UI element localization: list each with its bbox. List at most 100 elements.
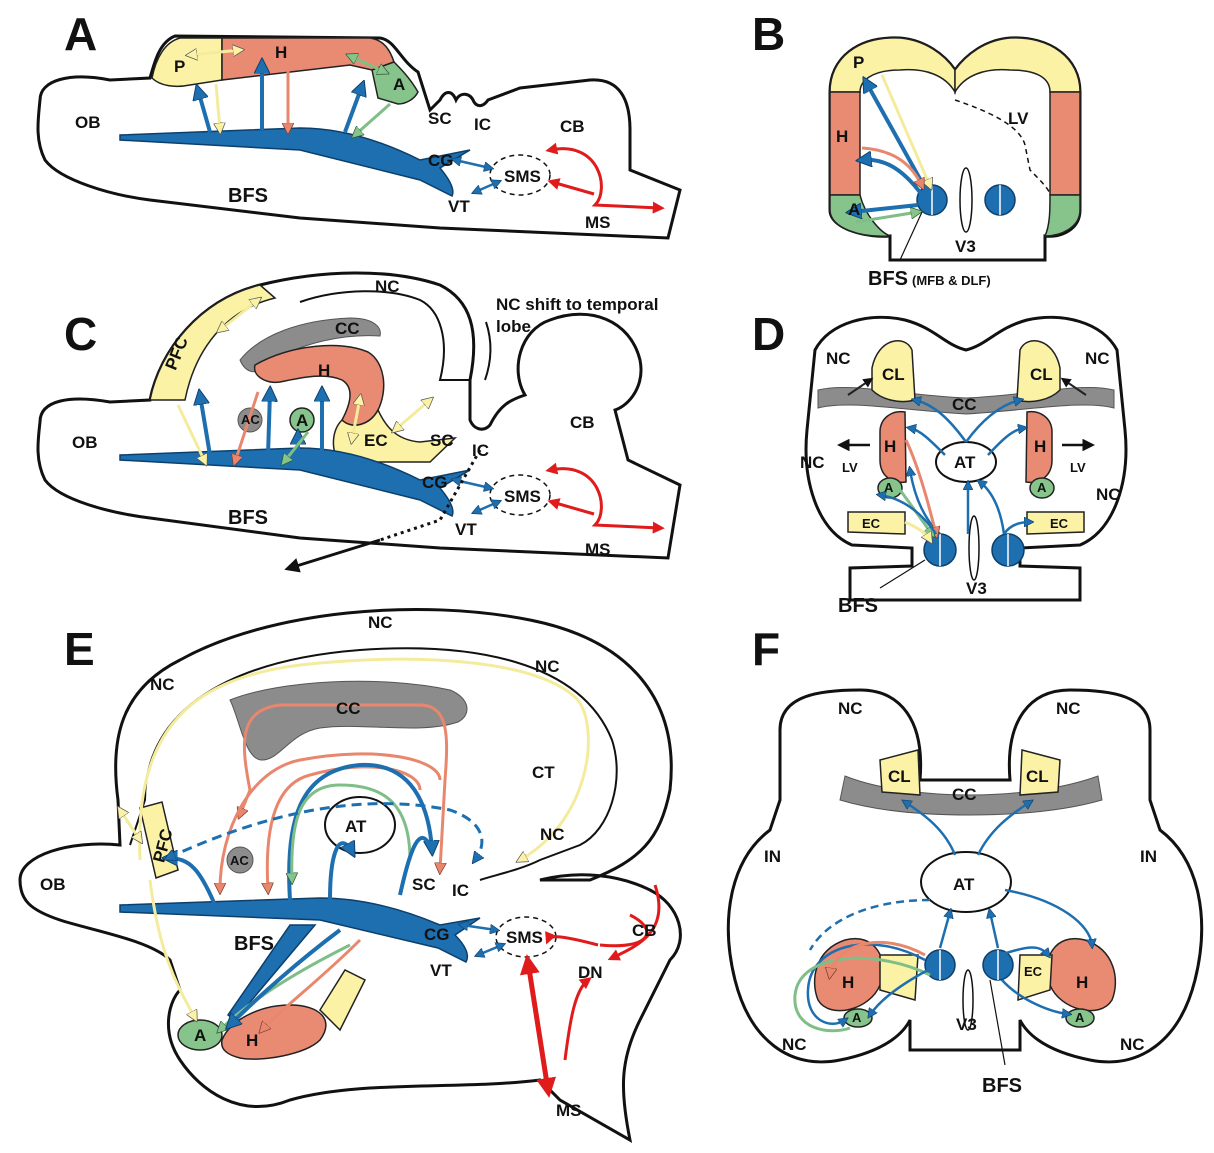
panel-d-label-a-r: A — [1037, 480, 1047, 495]
panel-d-v3-slit — [969, 516, 979, 580]
panel-c-label-ob: OB — [72, 433, 98, 452]
panel-e-label-ct: CT — [532, 763, 555, 782]
panel-d-label-lv-r: LV — [1070, 460, 1086, 475]
panel-b-h-region-r — [1050, 92, 1080, 195]
panel-f-label-cl-l: CL — [888, 767, 911, 786]
panel-d-label-nc-l: NC — [826, 349, 851, 368]
panel-e: E NC NC NC — [20, 609, 680, 1140]
panel-a-label-vt: VT — [448, 197, 470, 216]
panel-f-letter: F — [752, 623, 780, 675]
panel-b-v3-slit — [960, 168, 972, 232]
panel-e-label-nc-left: NC — [150, 675, 175, 694]
panel-e-label-vt: VT — [430, 961, 452, 980]
panel-d-label-ec-r: EC — [1050, 516, 1069, 531]
panel-f-label-in-l: IN — [764, 847, 781, 866]
panel-c-label-ic: IC — [472, 441, 489, 460]
panel-d-letter: D — [752, 308, 785, 360]
panel-c-label-nc: NC — [375, 277, 400, 296]
panel-e-label-sms: SMS — [506, 928, 543, 947]
panel-c-label-cc: CC — [335, 319, 360, 338]
panel-f: F NC NC CL CL CC IN IN — [728, 623, 1201, 1097]
panel-c-label-note: NC shift to temporal — [496, 295, 658, 314]
panel-b: B P H A LV V3 BFS (MFB & DLF) — [752, 8, 1080, 290]
panel-f-label-nc-l2: NC — [782, 1035, 807, 1054]
panel-d-label-bfs: BFS — [838, 595, 878, 617]
panel-c-label-sms: SMS — [504, 487, 541, 506]
panel-a-label-ms: MS — [585, 213, 611, 232]
panel-f-label-h-r: H — [1076, 973, 1088, 992]
panel-e-label-bfs: BFS — [234, 933, 274, 955]
panel-e-label-cg: CG — [424, 925, 450, 944]
panel-f-label-nc-r2: NC — [1120, 1035, 1145, 1054]
panel-b-label-a: A — [848, 200, 860, 219]
panel-d-label-a-l: A — [884, 480, 894, 495]
panel-a-label-p: P — [174, 57, 185, 76]
panel-b-label-h: H — [836, 127, 848, 146]
panel-f-label-ec: EC — [1024, 964, 1043, 979]
panel-b-a-region-r — [1045, 195, 1080, 236]
panel-e-letter: E — [64, 623, 95, 675]
panel-c-shift-line — [485, 322, 490, 380]
panel-b-label-bfs-note: (MFB & DLF) — [912, 273, 991, 288]
panel-c-label-vt: VT — [455, 520, 477, 539]
panel-c-shift-arrow — [290, 540, 380, 568]
panel-d-label-lv-l: LV — [842, 460, 858, 475]
panel-d-label-cl-l: CL — [882, 365, 905, 384]
panel-c-label-cb: CB — [570, 413, 595, 432]
panel-a-label-sc: SC — [428, 109, 452, 128]
panel-a-label-cb: CB — [560, 117, 585, 136]
panel-e-label-cc: CC — [336, 699, 361, 718]
panel-f-label-nc-r: NC — [1056, 699, 1081, 718]
panel-c-label-bfs: BFS — [228, 507, 268, 529]
panel-d-label-nc-r: NC — [1085, 349, 1110, 368]
panel-b-label-lv: LV — [1008, 109, 1029, 128]
panel-f-label-bfs: BFS — [982, 1075, 1022, 1097]
panel-f-label-v3: V3 — [956, 1015, 977, 1034]
panel-d-label-h-l: H — [884, 437, 896, 456]
panel-f-label-h-l: H — [842, 973, 854, 992]
panel-c: C NC NC shift to temporal lobe CC PFC H — [38, 273, 680, 568]
panel-a-label-cg: CG — [428, 151, 454, 170]
panel-c-label-ac: AC — [241, 412, 260, 427]
panel-e-label-cb: CB — [632, 921, 657, 940]
panel-e-label-ic: IC — [452, 881, 469, 900]
panel-a-letter: A — [64, 8, 97, 60]
panel-c-label-ec: EC — [364, 431, 388, 450]
panel-e-label-a: A — [194, 1026, 206, 1045]
panel-c-label-note2: lobe — [496, 317, 531, 336]
panel-e-label-sc: SC — [412, 875, 436, 894]
panel-c-arrow-h — [268, 392, 270, 455]
panel-b-label-p: P — [853, 53, 864, 72]
panel-b-label-bfs: BFS — [868, 268, 908, 290]
panel-f-label-cc: CC — [952, 785, 977, 804]
panel-e-label-dn: DN — [578, 963, 603, 982]
panel-a-label-h: H — [275, 43, 287, 62]
panel-a-label-sms: SMS — [504, 167, 541, 186]
panel-c-letter: C — [64, 308, 97, 360]
panel-a-label-bfs: BFS — [228, 185, 268, 207]
panel-d-label-h-r: H — [1034, 437, 1046, 456]
panel-c-label-sc: SC — [430, 431, 454, 450]
panel-e-label-ac: AC — [230, 853, 249, 868]
panel-e-label-ms: MS — [556, 1101, 582, 1120]
panel-e-label-ob: OB — [40, 875, 66, 894]
panel-e-label-nc-right: NC — [535, 657, 560, 676]
panel-a-label-a: A — [393, 75, 405, 94]
panel-a-label-ob: OB — [75, 113, 101, 132]
panel-f-label-cl-r: CL — [1026, 767, 1049, 786]
panel-d-label-nc-r2: NC — [1096, 485, 1121, 504]
panel-d-label-cl-r: CL — [1030, 365, 1053, 384]
panel-f-label-at: AT — [953, 875, 975, 894]
panel-a-label-ic: IC — [474, 115, 491, 134]
panel-d-label-nc-l2: NC — [800, 453, 825, 472]
panel-e-label-nc-right2: NC — [540, 825, 565, 844]
panel-c-label-cg: CG — [422, 473, 448, 492]
panel-f-label-a-l: A — [852, 1010, 862, 1025]
panel-e-label-at: AT — [345, 817, 367, 836]
panel-c-label-a: A — [296, 411, 308, 430]
panel-b-label-v3: V3 — [955, 237, 976, 256]
panel-f-label-a-r: A — [1075, 1010, 1085, 1025]
panel-d-label-v3: V3 — [966, 579, 987, 598]
panel-d: D NC NC CL CL C — [752, 308, 1126, 617]
